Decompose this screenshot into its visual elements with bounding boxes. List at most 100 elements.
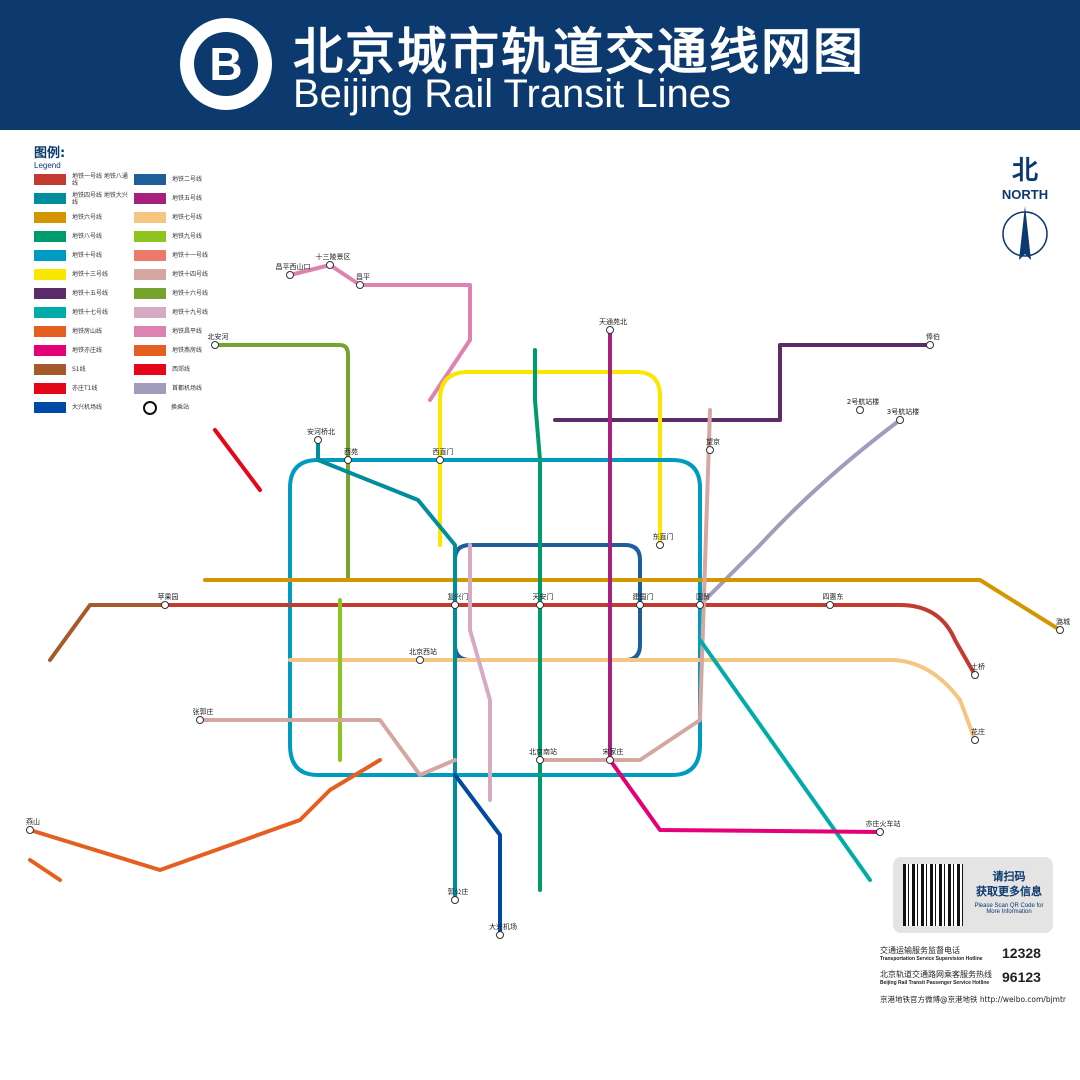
legend-swatch bbox=[34, 250, 66, 261]
legend-label: 地铁七号线 bbox=[172, 214, 203, 221]
station-label: 2号航站楼 bbox=[847, 397, 879, 406]
station-pingguoyuan[interactable] bbox=[161, 601, 169, 609]
station-tiananmen[interactable] bbox=[536, 601, 544, 609]
line-1-batong bbox=[163, 603, 977, 677]
legend-item: 换乘站 bbox=[134, 400, 230, 415]
legend-label: 地铁四号线 地铁大兴线 bbox=[72, 191, 128, 206]
station-label: 燕山 bbox=[26, 817, 40, 826]
line-10 bbox=[288, 458, 702, 777]
station-changpingxishankou[interactable] bbox=[286, 271, 294, 279]
line-yizhuang bbox=[608, 758, 882, 834]
legend-item: S1线 bbox=[34, 362, 130, 377]
legend-label: 西郊线 bbox=[172, 366, 191, 373]
legend-label: 换乘站 bbox=[171, 404, 190, 411]
station-dongzhimen[interactable] bbox=[656, 541, 664, 549]
station-beianhe[interactable] bbox=[211, 341, 219, 349]
legend-label: 地铁九号线 bbox=[172, 233, 203, 240]
line-15 bbox=[553, 343, 932, 422]
line-13 bbox=[438, 370, 662, 547]
station-changping[interactable] bbox=[356, 281, 364, 289]
station-t3[interactable] bbox=[896, 416, 904, 424]
station-lucheng[interactable] bbox=[1056, 626, 1064, 634]
legend-swatch bbox=[34, 345, 66, 356]
station-daxingjichang[interactable] bbox=[496, 931, 504, 939]
station-xiyuan[interactable] bbox=[344, 456, 352, 464]
station-yizhuanghcz[interactable] bbox=[876, 828, 884, 836]
station-label: 西直门 bbox=[433, 447, 454, 456]
station-huazhuang[interactable] bbox=[971, 736, 979, 744]
station-sihuidong[interactable] bbox=[826, 601, 834, 609]
legend-label: 大兴机场线 bbox=[72, 404, 103, 411]
legend-swatch bbox=[34, 212, 66, 223]
station-jianguomen[interactable] bbox=[636, 601, 644, 609]
title-english: Beijing Rail Transit Lines bbox=[293, 72, 731, 116]
legend-swatch bbox=[134, 231, 166, 242]
legend-item: 地铁十九号线 bbox=[134, 305, 230, 320]
station-label: 望京 bbox=[706, 437, 720, 446]
station-label: 北京南站 bbox=[529, 747, 557, 756]
north-label-en: NORTH bbox=[1001, 187, 1049, 202]
station-songjiazhuang[interactable] bbox=[606, 756, 614, 764]
legend-item: 地铁昌平线 bbox=[134, 324, 230, 339]
station-label: 潞城 bbox=[1056, 617, 1070, 626]
legend-item: 地铁十三号线 bbox=[34, 267, 130, 282]
legend-swatch bbox=[134, 345, 166, 356]
station-label: 建国门 bbox=[633, 592, 654, 601]
station-label: 安河桥北 bbox=[307, 427, 335, 436]
station-guomao[interactable] bbox=[696, 601, 704, 609]
station-zhangguozhuang[interactable] bbox=[196, 716, 204, 724]
line-19 bbox=[468, 543, 492, 802]
station-xizhimen[interactable] bbox=[436, 456, 444, 464]
legend-swatch bbox=[134, 250, 166, 261]
weibo-link[interactable]: 京港地铁官方微博@京港地铁 http://weibo.com/bjmtr bbox=[880, 995, 1067, 1004]
legend-swatch bbox=[134, 307, 166, 318]
station-guogongzhuang[interactable] bbox=[451, 896, 459, 904]
line-changping bbox=[288, 263, 472, 402]
qr-code[interactable] bbox=[903, 864, 963, 926]
legend-swatch bbox=[34, 402, 66, 413]
station-label: 十三陵景区 bbox=[316, 252, 351, 261]
legend-label: 地铁十七号线 bbox=[72, 309, 109, 316]
station-tiantongyuanbei[interactable] bbox=[606, 326, 614, 334]
legend-swatch bbox=[134, 212, 166, 223]
station-beijingxi[interactable] bbox=[416, 656, 424, 664]
station-tuqiao[interactable] bbox=[971, 671, 979, 679]
station-fuxingmen[interactable] bbox=[451, 601, 459, 609]
legend-label: 地铁十五号线 bbox=[72, 290, 109, 297]
legend-swatch bbox=[34, 383, 66, 394]
station-beijingnan[interactable] bbox=[536, 756, 544, 764]
hotline-number: 96123 bbox=[1002, 969, 1041, 985]
header-banner: B 北京城市轨道交通线网图 Beijing Rail Transit Lines bbox=[0, 0, 1080, 130]
station-yanshan[interactable] bbox=[26, 826, 34, 834]
legend-item: 首都机场线 bbox=[134, 381, 230, 396]
station-label: 苹果园 bbox=[158, 592, 179, 601]
legend-label: 地铁十号线 bbox=[72, 252, 103, 259]
legend-swatch bbox=[134, 269, 166, 280]
line-s1 bbox=[48, 603, 167, 662]
legend-item: 地铁八号线 bbox=[34, 229, 130, 244]
line-8 bbox=[533, 348, 542, 892]
station-shisanling[interactable] bbox=[326, 261, 334, 269]
legend-label: 地铁十六号线 bbox=[172, 290, 209, 297]
station-t2[interactable] bbox=[856, 406, 864, 414]
legend-item: 地铁九号线 bbox=[134, 229, 230, 244]
legend-label: 地铁亦庄线 bbox=[72, 347, 103, 354]
station-wangjing[interactable] bbox=[706, 446, 714, 454]
legend-swatch bbox=[34, 326, 66, 337]
legend-item: 地铁四号线 地铁大兴线 bbox=[34, 191, 130, 206]
legend-label: 地铁五号线 bbox=[172, 195, 203, 202]
station-anheqiaobei[interactable] bbox=[314, 436, 322, 444]
line-fangshan-yanfang bbox=[28, 758, 382, 882]
legend-label: 地铁十三号线 bbox=[72, 271, 109, 278]
station-label: 天通苑北 bbox=[599, 317, 627, 326]
legend-swatch bbox=[134, 364, 166, 375]
station-label: 复兴门 bbox=[448, 592, 469, 601]
line-daxing-airport bbox=[453, 773, 502, 937]
station-label: 土桥 bbox=[971, 662, 985, 671]
legend-item: 地铁十四号线 bbox=[134, 267, 230, 282]
line-7 bbox=[288, 658, 977, 742]
station-fengbo[interactable] bbox=[926, 341, 934, 349]
station-label: 四惠东 bbox=[823, 592, 844, 601]
legend-item: 地铁七号线 bbox=[134, 210, 230, 225]
legend-item: 地铁十号线 bbox=[34, 248, 130, 263]
